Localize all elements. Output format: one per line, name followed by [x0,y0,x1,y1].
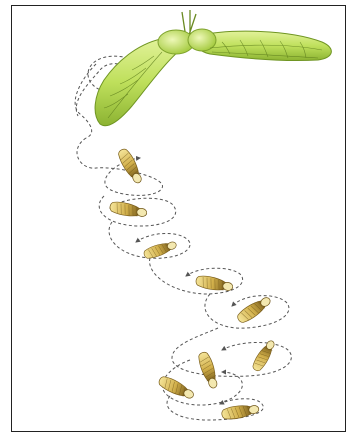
seed-icon [116,147,145,185]
seed-icon [196,351,220,390]
path-top-loop-outer [75,64,96,138]
spinning-seeds [109,147,277,421]
path-descent-6 [172,328,291,376]
seed-icon [251,338,277,373]
seed-icon [221,402,260,421]
seed-icon [195,274,234,293]
seed-icon [157,374,196,401]
seed-icon [235,294,273,325]
seed-icon [143,239,178,261]
maple-samara-icon [95,10,331,126]
path-descent-1 [77,138,163,195]
seed-icon [109,200,148,219]
